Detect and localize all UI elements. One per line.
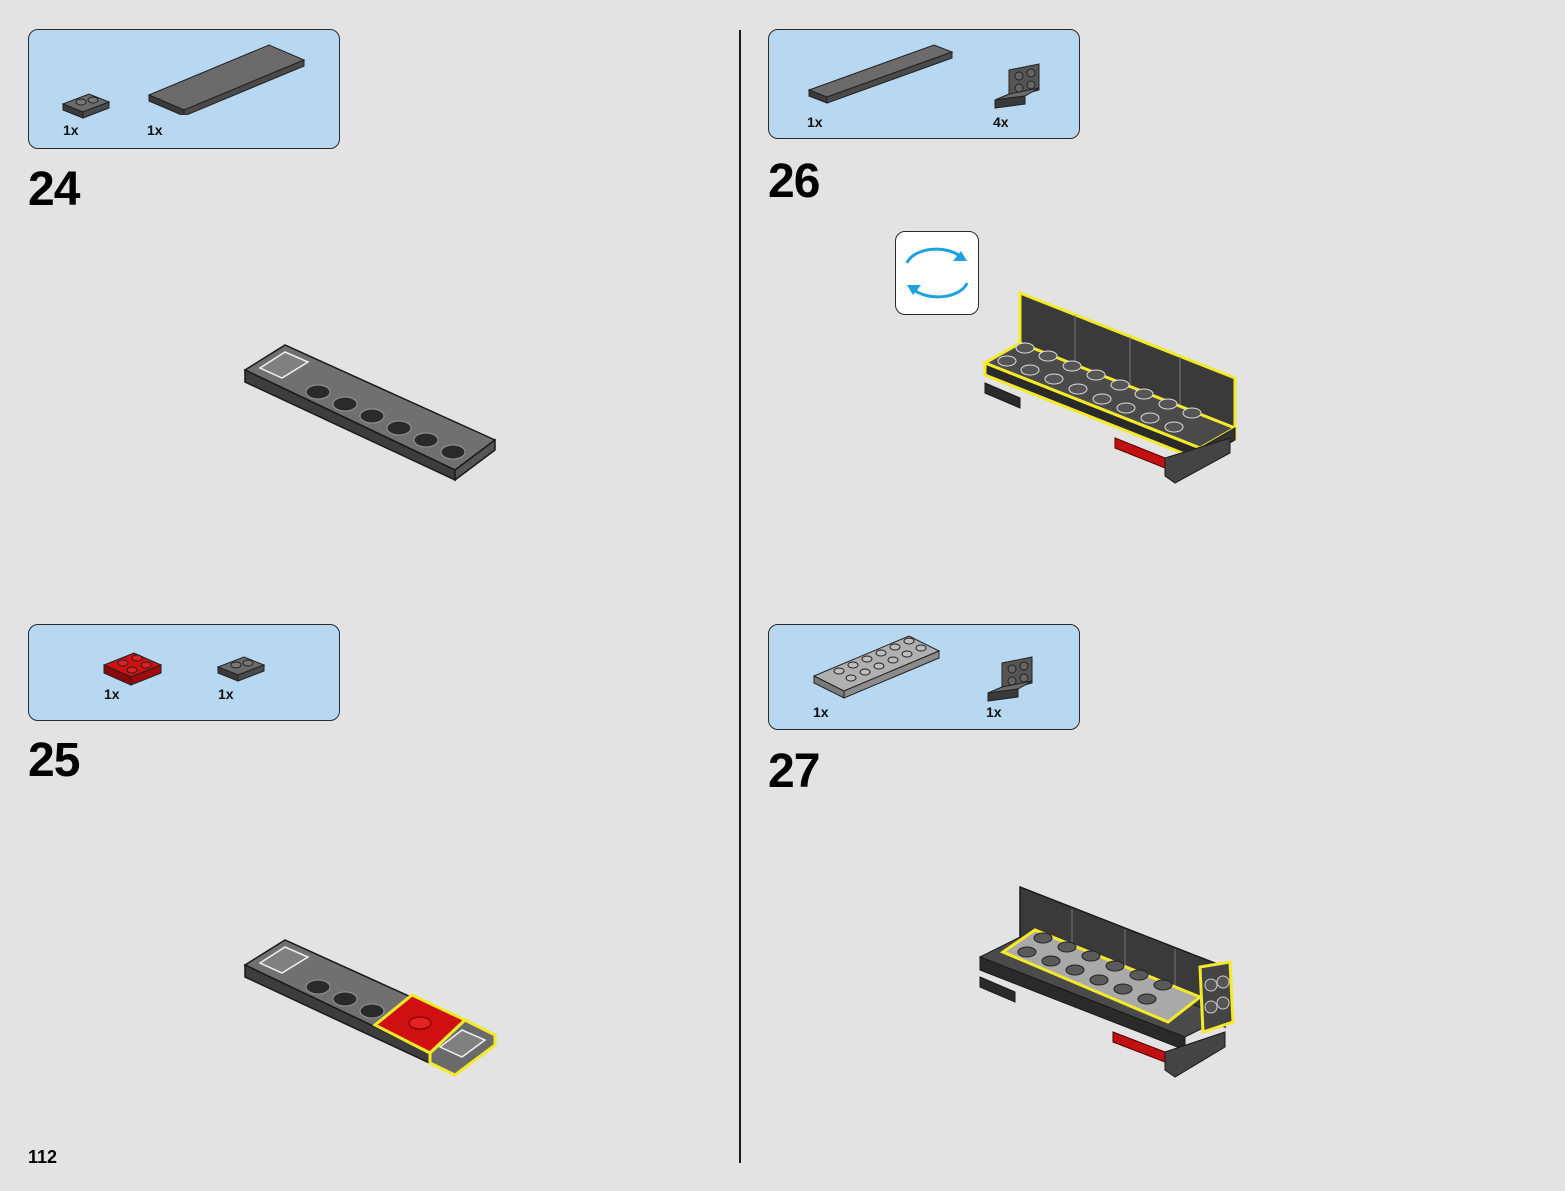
step-27-model — [978, 885, 1235, 1078]
step-26-model — [981, 290, 1239, 484]
step-25-part-2-qty: 1x — [218, 686, 234, 702]
step-25-number: 25 — [28, 734, 80, 787]
step-24-model — [243, 344, 497, 482]
light-grey-plate-2x6-icon — [812, 635, 941, 699]
dark-grey-plate-1x8-icon — [807, 44, 954, 104]
step-24-part-2-qty: 1x — [147, 122, 163, 138]
dark-grey-plate-2x8-icon — [147, 44, 306, 115]
rotate-model-box — [895, 231, 979, 315]
step-27-parts-box: 1x 1x — [768, 624, 1080, 730]
black-bracket-icon — [994, 63, 1040, 109]
dark-grey-plate-1x2-icon — [216, 656, 266, 682]
dark-grey-plate-1x2-icon — [61, 93, 111, 119]
page-divider — [739, 30, 741, 1163]
step-25-model — [243, 939, 497, 1077]
step-27-number: 27 — [768, 745, 820, 798]
step-26-parts-box: 1x 4x — [768, 29, 1080, 139]
step-26-part-1-qty: 1x — [807, 114, 823, 130]
step-27-part-1-qty: 1x — [813, 704, 829, 720]
step-25-parts-box: 1x 1x — [28, 624, 340, 721]
step-25-part-1-qty: 1x — [104, 686, 120, 702]
step-24-number: 24 — [28, 163, 80, 216]
step-27-part-2-qty: 1x — [986, 704, 1002, 720]
step-24-parts-box: 1x 1x — [28, 29, 340, 149]
page-number: 112 — [28, 1147, 58, 1167]
red-plate-2x2-icon — [102, 652, 163, 686]
rotate-model-icon — [905, 247, 969, 299]
step-26-part-2-qty: 4x — [993, 114, 1009, 130]
step-26-number: 26 — [768, 155, 820, 208]
black-bracket-icon — [987, 656, 1033, 702]
step-24-part-1-qty: 1x — [63, 122, 79, 138]
